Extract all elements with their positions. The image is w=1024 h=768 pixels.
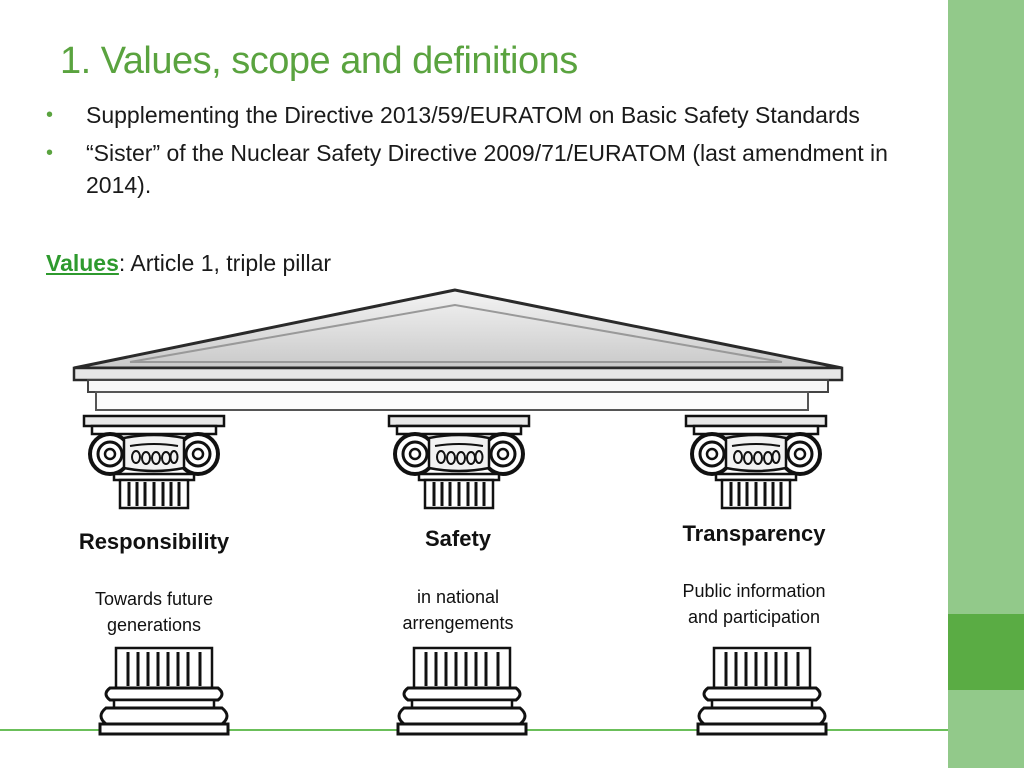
pillar-capital-transparency: [684, 414, 828, 510]
pillar-desc-line: arrengements: [402, 613, 514, 633]
pillar-name-safety: Safety: [424, 526, 492, 551]
pillar-desc-line: and participation: [687, 607, 821, 627]
pillar-desc-line: Public information: [682, 581, 826, 601]
temple-roof: [72, 288, 844, 411]
bullet-dot-icon: •: [46, 104, 54, 126]
bullet-dot-icon: •: [46, 142, 54, 164]
bullet-item: • “Sister” of the Nuclear Safety Directi…: [46, 137, 926, 201]
pillar-base-responsibility: [98, 646, 230, 736]
slide-title: 1. Values, scope and definitions: [60, 40, 578, 82]
values-label: Values: [46, 250, 119, 276]
bullet-item: • Supplementing the Directive 2013/59/EU…: [46, 99, 926, 131]
pillar-desc-transparency: Public information and participation: [644, 578, 864, 630]
side-decoration-accent: [948, 614, 1024, 690]
pillar-base-safety: [396, 646, 528, 736]
values-line: Values: Article 1, triple pillar: [46, 250, 331, 277]
pillar-capital-safety: [387, 414, 531, 510]
bullet-text: “Sister” of the Nuclear Safety Directive…: [86, 140, 888, 198]
pillar-base-transparency: [696, 646, 828, 736]
pillar-desc-line: in national: [416, 587, 500, 607]
pillar-desc-safety: in national arrengements: [358, 584, 558, 636]
pillar-desc-responsibility: Towards future generations: [44, 586, 264, 638]
values-text: : Article 1, triple pillar: [118, 250, 332, 276]
pillar-name-responsibility: Responsibility: [78, 529, 230, 554]
bullet-text: Supplementing the Directive 2013/59/EURA…: [86, 102, 860, 128]
pillar-desc-line: generations: [106, 615, 202, 635]
pillar-desc-line: Towards future: [94, 589, 214, 609]
temple-illustration: [72, 288, 844, 736]
pillar-capital-responsibility: [82, 414, 226, 510]
bullet-list: • Supplementing the Directive 2013/59/EU…: [46, 99, 926, 207]
pillar-name-transparency: Transparency: [682, 521, 826, 546]
